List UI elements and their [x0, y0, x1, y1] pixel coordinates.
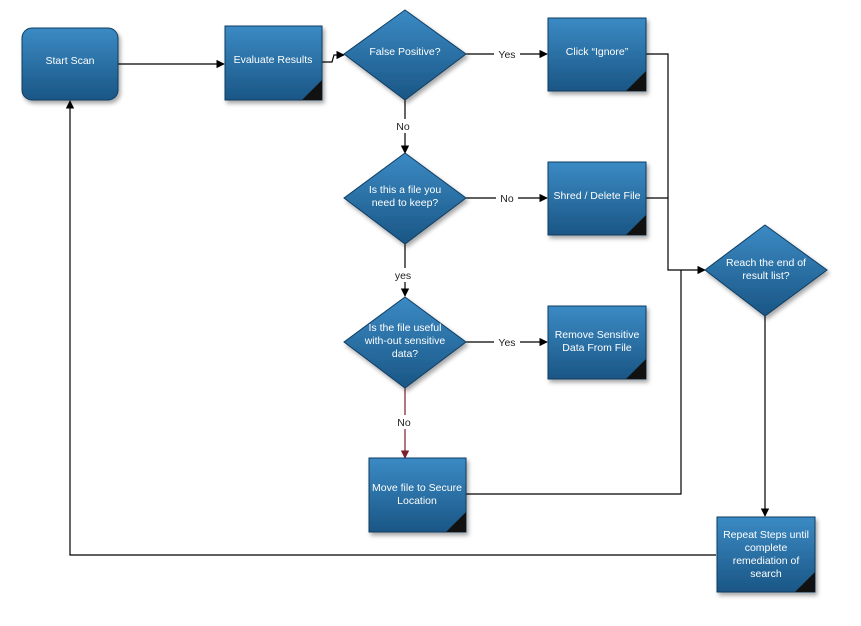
node-evaluate-results: Evaluate Results [224, 25, 323, 101]
node-label-line: Remove Sensitive [555, 329, 640, 341]
node-false-positive: False Positive? [343, 9, 467, 101]
node-label-line: Repeat Steps until [723, 529, 809, 541]
edge-repeat-to-start [65, 100, 716, 556]
node-label-line: complete [745, 542, 788, 554]
node-shred-delete-label: Shred / Delete File [554, 190, 641, 202]
node-click-ignore-label: Click “Ignore” [566, 46, 629, 58]
node-false-positive-label: False Positive? [369, 46, 440, 58]
node-label-line: need to keep? [372, 197, 439, 209]
edge-labels: Yes No No yes Yes No [389, 47, 520, 429]
edge-label-keep-yes: yes [395, 270, 411, 282]
node-label-line: result list? [742, 270, 789, 282]
node-label-line: search [750, 568, 782, 580]
node-label-line: Location [397, 495, 437, 507]
node-label-line: Move file to Secure [372, 482, 462, 494]
node-label-line: Start Scan [45, 55, 94, 67]
node-label-line: Shred / Delete File [554, 190, 641, 202]
edge-move-to-reach-end [466, 270, 682, 495]
node-evaluate-results-label: Evaluate Results [234, 54, 313, 66]
node-label-line: False Positive? [369, 46, 440, 58]
edge-label-useful-yes: Yes [498, 337, 515, 349]
edge-label-keep-no: No [500, 193, 514, 205]
node-label-line: Click “Ignore” [566, 46, 629, 58]
edge-label-useful-no: No [397, 417, 411, 429]
node-label-line: Is the file useful [369, 322, 442, 334]
edge-evaluate-to-false-positive [322, 50, 345, 63]
node-click-ignore: Click “Ignore” [547, 17, 647, 92]
node-shred-delete: Shred / Delete File [547, 161, 647, 236]
nodes: Start Scan Evaluate Results False Positi… [21, 9, 828, 593]
node-label-line: data? [392, 348, 418, 360]
node-label-line: Reach the end of [726, 257, 806, 269]
node-start-scan-label: Start Scan [45, 55, 94, 67]
node-label-line: Evaluate Results [234, 54, 313, 66]
node-label-line: with-out sensitive [364, 335, 446, 347]
node-label-line: Is this a file you [369, 184, 442, 196]
edge-ignore-to-reach-end [646, 53, 706, 275]
edge-label-fp-yes: Yes [498, 49, 515, 61]
node-label-line: Data From File [562, 342, 632, 354]
node-label-line: remediation of [733, 555, 800, 567]
node-start-scan: Start Scan [21, 27, 119, 101]
edge-label-fp-no: No [396, 121, 410, 133]
